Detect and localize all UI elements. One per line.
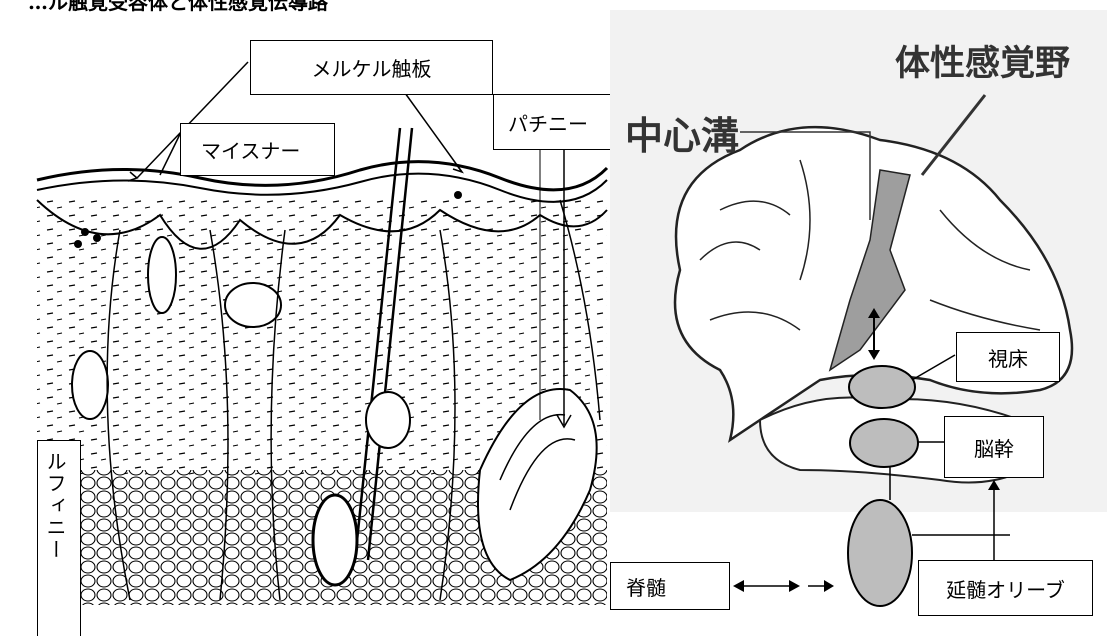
brainstem-label: 脳幹 [944, 416, 1044, 478]
medulla-olive-label: 延髄オリーブ [918, 560, 1093, 616]
somatosensory-cortex-label: 体性感覚野 [895, 35, 1070, 86]
ruffini-ending-label: ルフィニー [37, 440, 81, 636]
thalamus-label: 視床 [956, 332, 1060, 382]
pacinian-corpuscle-label: パチニー [493, 94, 610, 150]
meissner-corpuscle-label: マイスナー [180, 123, 335, 176]
brainstem-nucleus [850, 419, 918, 467]
thalamus-nucleus [849, 366, 915, 408]
medulla-nucleus [848, 500, 912, 606]
spinal-cord-label: 脊髄 [610, 562, 730, 610]
central-sulcus-label: 中心溝 [625, 105, 739, 160]
merkel-disc-label: メルケル触板 [250, 40, 493, 95]
